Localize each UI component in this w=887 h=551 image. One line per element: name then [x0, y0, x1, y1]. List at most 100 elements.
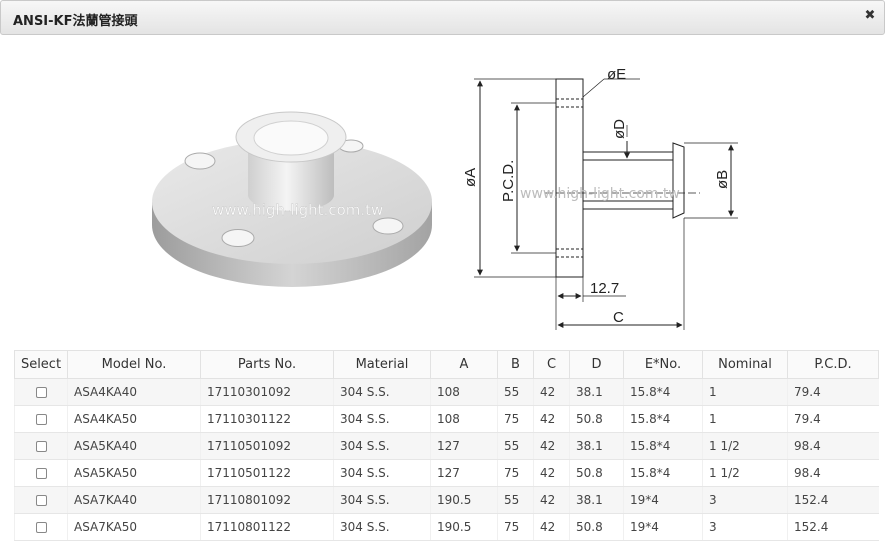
cell-parts: 17110301092	[200, 378, 334, 406]
cell-c: 42	[533, 513, 570, 541]
table-row[interactable]: ASA5KA50 17110501122 304 S.S. 127 75 42 …	[14, 459, 879, 487]
cell-d: 38.1	[569, 432, 624, 460]
product-table: Select Model No. Parts No. Material A B …	[14, 350, 879, 541]
cell-parts: 17110301122	[200, 405, 334, 433]
cell-material: 304 S.S.	[333, 486, 431, 514]
cell-e: 19*4	[623, 513, 703, 541]
col-header-model: Model No.	[67, 350, 201, 379]
select-cell	[14, 405, 68, 433]
cell-b: 75	[497, 513, 534, 541]
cell-d: 38.1	[569, 378, 624, 406]
cell-parts: 17110801092	[200, 486, 334, 514]
col-header-e: E*No.	[623, 350, 703, 379]
cell-d: 50.8	[569, 513, 624, 541]
table-row[interactable]: ASA7KA50 17110801122 304 S.S. 190.5 75 4…	[14, 513, 879, 541]
select-cell	[14, 378, 68, 406]
cell-material: 304 S.S.	[333, 459, 431, 487]
col-header-pcd: P.C.D.	[787, 350, 879, 379]
cell-model: ASA4KA50	[67, 405, 201, 433]
cell-parts: 17110501092	[200, 432, 334, 460]
cell-nominal: 3	[702, 513, 788, 541]
row-checkbox[interactable]	[35, 495, 47, 506]
cell-a: 108	[430, 405, 498, 433]
product-illustration: www.high-light.com.tw	[152, 66, 738, 330]
cell-model: ASA4KA40	[67, 378, 201, 406]
cell-a: 190.5	[430, 486, 498, 514]
dim-label-pcd: P.C.D.	[500, 160, 517, 202]
table-row[interactable]: ASA4KA40 17110301092 304 S.S. 108 55 42 …	[14, 378, 879, 406]
row-checkbox[interactable]	[35, 441, 47, 452]
dim-label-c: C	[613, 309, 624, 326]
dim-label-d: øD	[611, 119, 628, 139]
cell-b: 75	[497, 405, 534, 433]
cell-a: 190.5	[430, 513, 498, 541]
cell-pcd: 98.4	[787, 432, 879, 460]
row-checkbox[interactable]	[35, 414, 47, 425]
cell-b: 55	[497, 432, 534, 460]
cell-pcd: 152.4	[787, 486, 879, 514]
flange-3d-render	[152, 111, 432, 287]
cell-nominal: 1 1/2	[702, 432, 788, 460]
cell-c: 42	[533, 378, 570, 406]
col-header-b: B	[497, 350, 534, 379]
cell-material: 304 S.S.	[333, 513, 431, 541]
table-row[interactable]: ASA5KA40 17110501092 304 S.S. 127 55 42 …	[14, 432, 879, 460]
table-row[interactable]: ASA7KA40 17110801092 304 S.S. 190.5 55 4…	[14, 486, 879, 514]
cell-b: 55	[497, 378, 534, 406]
watermark-text: www.high-light.com.tw	[212, 201, 383, 219]
cell-model: ASA7KA50	[67, 513, 201, 541]
cell-b: 55	[497, 486, 534, 514]
cell-material: 304 S.S.	[333, 405, 431, 433]
cell-e: 19*4	[623, 486, 703, 514]
dim-label-a: øA	[462, 168, 479, 187]
cell-material: 304 S.S.	[333, 378, 431, 406]
cell-material: 304 S.S.	[333, 432, 431, 460]
cell-e: 15.8*4	[623, 378, 703, 406]
dialog-title: ANSI-KF法蘭管接頭	[13, 14, 138, 29]
col-header-select: Select	[14, 350, 68, 379]
dim-label-e: øE	[607, 66, 626, 83]
col-header-c: C	[533, 350, 570, 379]
cell-d: 50.8	[569, 459, 624, 487]
cell-c: 42	[533, 486, 570, 514]
dim-label-b: øB	[714, 170, 731, 189]
table-row[interactable]: ASA4KA50 17110301122 304 S.S. 108 75 42 …	[14, 405, 879, 433]
row-checkbox[interactable]	[35, 468, 47, 479]
select-cell	[14, 432, 68, 460]
cell-nominal: 1 1/2	[702, 459, 788, 487]
col-header-nominal: Nominal	[702, 350, 788, 379]
cell-e: 15.8*4	[623, 459, 703, 487]
close-icon[interactable]: ✖	[864, 8, 876, 23]
row-checkbox[interactable]	[35, 522, 47, 533]
cell-pcd: 152.4	[787, 513, 879, 541]
cell-model: ASA5KA50	[67, 459, 201, 487]
row-checkbox[interactable]	[35, 387, 47, 398]
cell-a: 127	[430, 432, 498, 460]
cell-c: 42	[533, 405, 570, 433]
cell-a: 108	[430, 378, 498, 406]
table-header-row: Select Model No. Parts No. Material A B …	[14, 350, 879, 379]
cell-pcd: 79.4	[787, 378, 879, 406]
dim-label-thickness: 12.7	[590, 280, 619, 297]
cell-a: 127	[430, 459, 498, 487]
cell-nominal: 1	[702, 405, 788, 433]
cell-d: 38.1	[569, 486, 624, 514]
cell-d: 50.8	[569, 405, 624, 433]
col-header-d: D	[569, 350, 624, 379]
cell-model: ASA7KA40	[67, 486, 201, 514]
dialog-titlebar: ANSI-KF法蘭管接頭 ✖	[0, 0, 885, 35]
cell-b: 75	[497, 459, 534, 487]
cell-c: 42	[533, 459, 570, 487]
product-figure: www.high-light.com.tw	[0, 37, 887, 337]
col-header-parts: Parts No.	[200, 350, 334, 379]
cell-e: 15.8*4	[623, 432, 703, 460]
cell-pcd: 79.4	[787, 405, 879, 433]
cell-pcd: 98.4	[787, 459, 879, 487]
cell-parts: 17110801122	[200, 513, 334, 541]
cell-e: 15.8*4	[623, 405, 703, 433]
watermark-text-drawing: www.high-light.com.tw	[520, 186, 680, 202]
cell-nominal: 1	[702, 378, 788, 406]
cell-c: 42	[533, 432, 570, 460]
cell-parts: 17110501122	[200, 459, 334, 487]
select-cell	[14, 486, 68, 514]
